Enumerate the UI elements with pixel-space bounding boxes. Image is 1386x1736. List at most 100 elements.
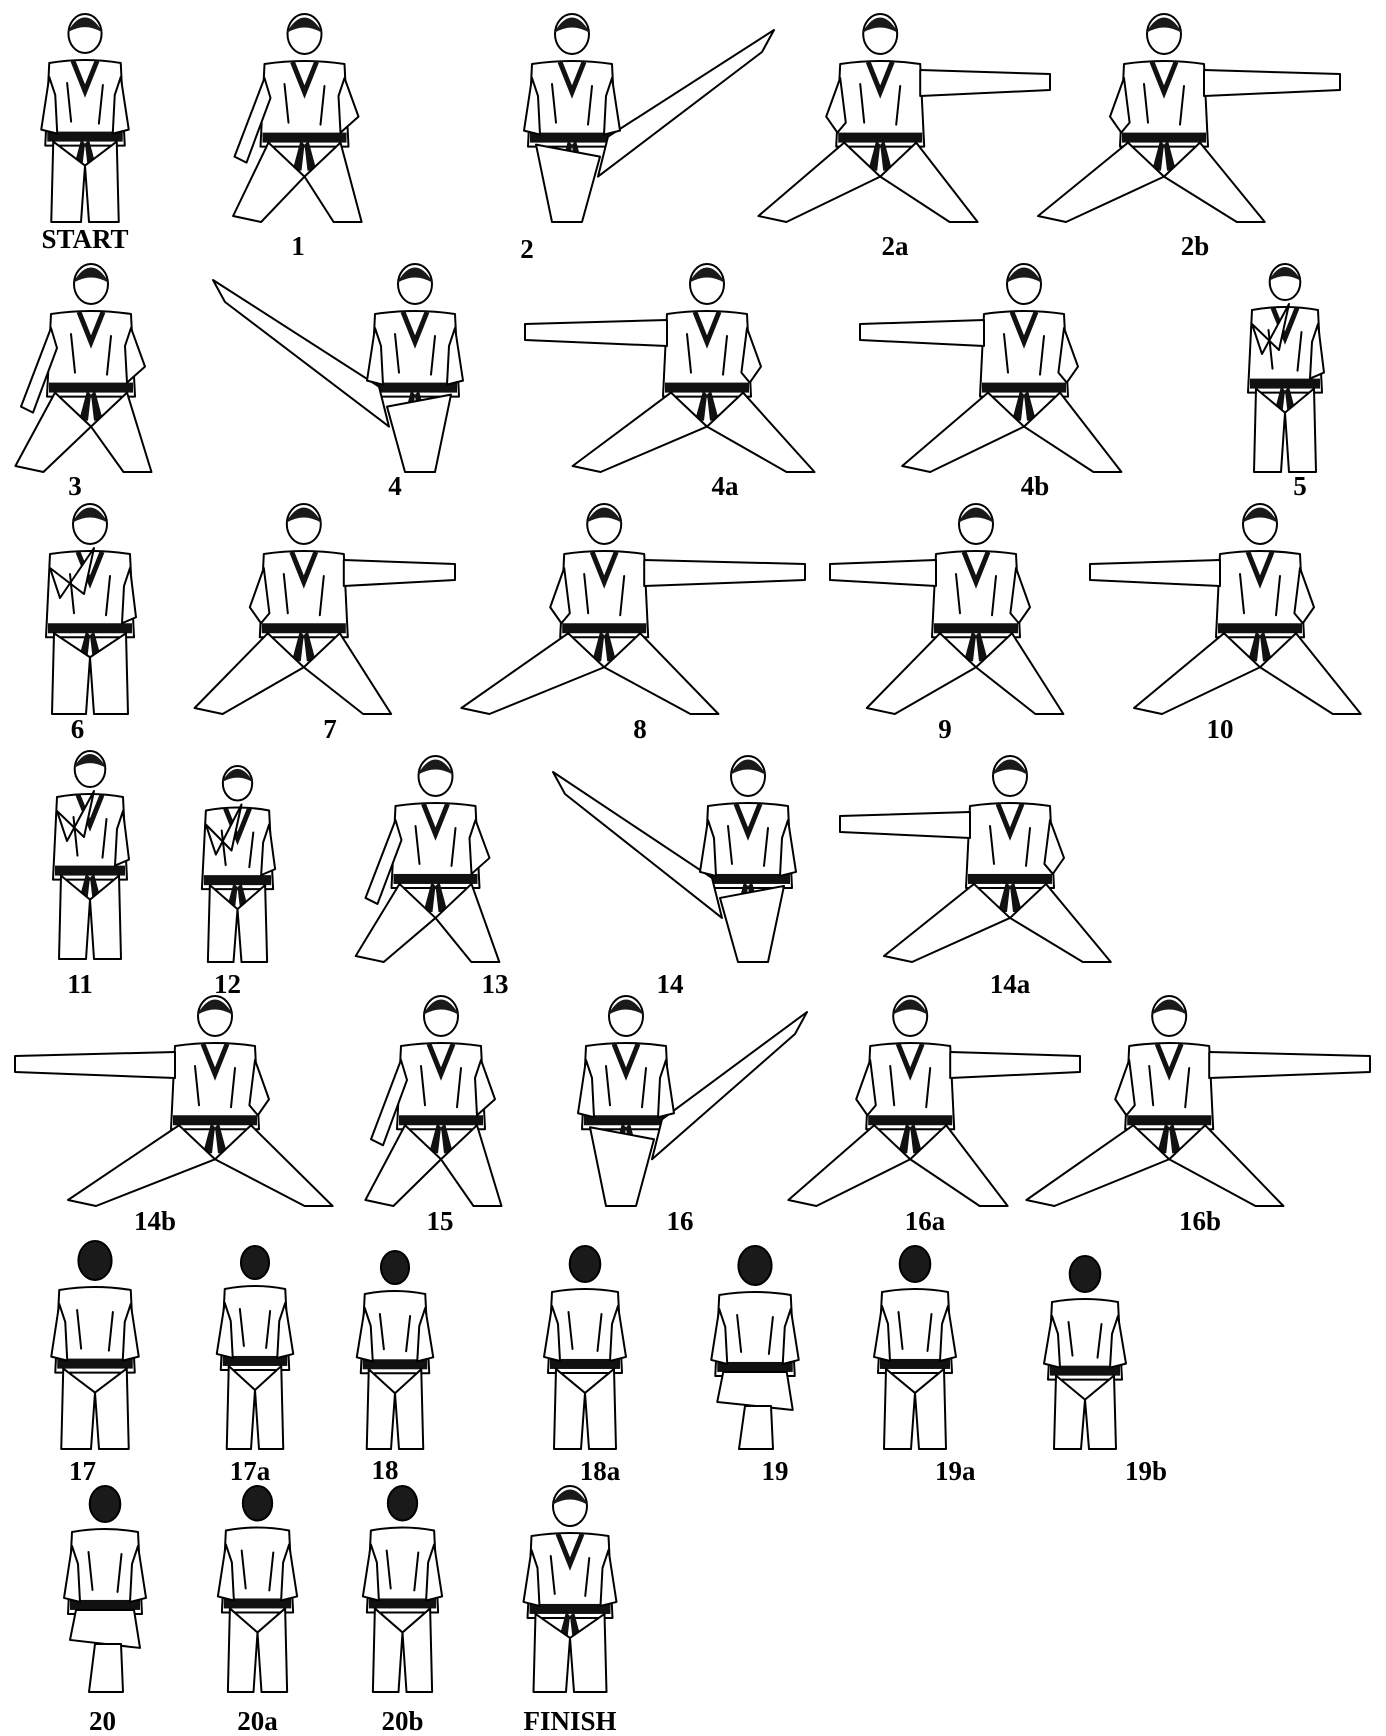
raised-knee-shape [70, 1610, 140, 1648]
punching-arm-shape [525, 320, 667, 346]
leg-shape [1024, 393, 1121, 472]
figure-7: 7 [205, 498, 465, 742]
figure-drawing [855, 1240, 975, 1455]
figure-label: 4a [615, 473, 835, 500]
figure-drawing [30, 1235, 160, 1455]
figure-label: 20a [200, 1708, 315, 1735]
figure-label: 20 [40, 1708, 165, 1735]
belt-shape [1127, 1115, 1211, 1125]
figure-14: 14 [545, 750, 835, 990]
figure-drawing [205, 258, 505, 478]
figure-drawing [1225, 258, 1345, 478]
punching-arm-shape [344, 560, 455, 586]
belt-shape [562, 623, 646, 633]
belt-shape [399, 1115, 483, 1125]
figure-label: 19b [1125, 1458, 1145, 1485]
leg-shape [227, 1366, 255, 1449]
leg-shape [884, 884, 1010, 962]
figure-2a: 2a [770, 8, 1060, 260]
figure-start: START [20, 8, 150, 260]
leg-shape [1169, 1125, 1283, 1206]
belt-shape [1122, 133, 1206, 143]
leg-shape [707, 393, 815, 472]
belt-shape [55, 866, 125, 876]
leg-shape [1054, 1376, 1085, 1449]
belt-shape [665, 383, 749, 393]
raised-knee-shape [717, 1372, 793, 1410]
leg-shape [436, 884, 500, 962]
standing-leg-shape [590, 1127, 654, 1206]
punching-arm-shape [860, 320, 984, 346]
figure-1: 1 [228, 8, 398, 260]
figure-label: 2a [730, 233, 1060, 260]
figure-5: 5 [1225, 258, 1345, 498]
leg-shape [915, 1369, 946, 1449]
belt-shape [968, 874, 1052, 884]
standing-leg-shape [387, 395, 451, 472]
punching-arm-shape [15, 1052, 175, 1078]
belt-shape [1250, 379, 1320, 389]
head-shape [1070, 1256, 1101, 1292]
belt-shape [530, 1604, 611, 1614]
leg-shape [1010, 884, 1111, 962]
belt-shape [706, 874, 790, 884]
belt-shape [57, 1359, 133, 1369]
chamber-arm-shape [475, 1060, 495, 1115]
figure-label: 10 [1060, 716, 1380, 743]
leg-shape [1026, 1125, 1169, 1206]
figure-drawing [525, 1240, 645, 1455]
figure-drawing [200, 1480, 315, 1698]
belt-shape [717, 1362, 793, 1372]
leg-shape [758, 143, 880, 222]
figure-drawing [1050, 8, 1350, 228]
figure-drawing [5, 990, 355, 1212]
figure-label: 4b [930, 473, 1140, 500]
figure-drawing [1040, 990, 1380, 1212]
standing-leg-shape [720, 886, 784, 962]
figure-drawing [545, 990, 815, 1212]
figure-12: 12 [180, 760, 295, 990]
kicking-leg-shape [598, 30, 774, 177]
figure-4a: 4a [515, 258, 835, 498]
belt-shape [982, 383, 1066, 393]
figure-label: 3 [0, 473, 150, 500]
figure-19b: 19b [1025, 1250, 1145, 1483]
leg-shape [788, 1125, 910, 1206]
figure-drawing [515, 258, 835, 478]
punching-arm-shape [1209, 1052, 1370, 1078]
standing-leg-shape [536, 145, 600, 222]
punching-arm-shape [644, 560, 805, 586]
leg-shape [554, 1369, 585, 1449]
leg-shape [573, 393, 707, 472]
leg-shape [1260, 633, 1361, 714]
leg-shape [255, 1366, 283, 1449]
chamber-arm-shape [470, 820, 490, 874]
head-shape [90, 1486, 121, 1522]
figure-label: 6 [0, 716, 165, 743]
figure-2b: 2b [1050, 8, 1350, 260]
figure-9: 9 [820, 498, 1080, 742]
punching-arm-shape [830, 560, 936, 586]
leg-shape [976, 633, 1063, 714]
figure-16: 16 [545, 990, 815, 1230]
figure-label: FINISH [500, 1708, 640, 1735]
figure-drawing [345, 1480, 460, 1698]
figure-label: 19 [730, 1458, 820, 1485]
figure-15: 15 [360, 990, 540, 1230]
figure-label: 20b [345, 1708, 460, 1735]
figure-14a: 14a [830, 750, 1130, 990]
figure-drawing [360, 990, 540, 1212]
leg-shape [461, 633, 604, 714]
belt-shape [263, 133, 347, 143]
belt-shape [868, 1115, 952, 1125]
belt-shape [47, 132, 123, 142]
leg-shape [373, 1608, 403, 1692]
figure-drawing [1080, 498, 1380, 720]
figure-19: 19 [690, 1240, 820, 1483]
figure-drawing [10, 258, 190, 478]
chamber-arm-shape [125, 328, 145, 383]
leg-shape [1164, 143, 1265, 222]
belt-shape [373, 383, 457, 393]
figure-drawing [500, 1480, 640, 1698]
